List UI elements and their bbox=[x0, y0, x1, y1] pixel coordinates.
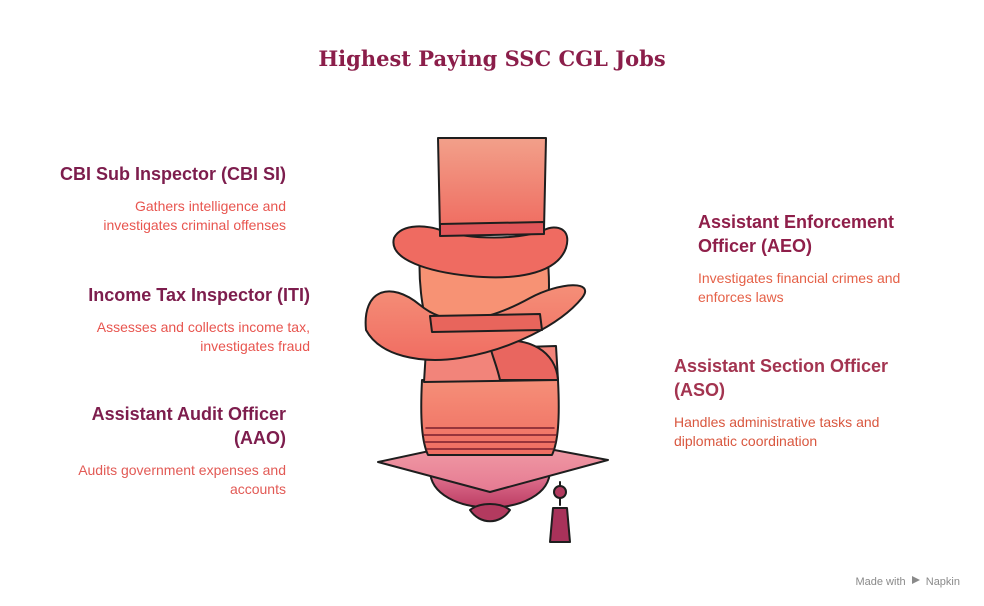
job-description: Investigates financial crimes and enforc… bbox=[698, 270, 901, 305]
job-assistant-section-officer: Assistant Section Officer (ASO) Handles … bbox=[674, 354, 934, 451]
stacked-hats-icon bbox=[360, 130, 620, 550]
job-description: Assesses and collects income tax, invest… bbox=[96, 319, 310, 354]
job-cbi-sub-inspector: CBI Sub Inspector (CBI SI) Gathers intel… bbox=[0, 162, 286, 235]
page-title: Highest Paying SSC CGL Jobs bbox=[318, 46, 666, 71]
made-with-label: Made with bbox=[855, 576, 906, 588]
job-income-tax-inspector: Income Tax Inspector (ITI) Assesses and … bbox=[10, 283, 310, 356]
brand-name: Napkin bbox=[925, 576, 960, 588]
job-description: Audits government expenses and accounts bbox=[78, 462, 286, 497]
job-assistant-enforcement-officer: Assistant Enforcement Officer (AEO) Inve… bbox=[698, 210, 938, 307]
job-heading: Income Tax Inspector (ITI) bbox=[88, 285, 310, 305]
job-heading: CBI Sub Inspector (CBI SI) bbox=[59, 164, 286, 184]
napkin-logo-icon bbox=[911, 575, 921, 588]
job-description: Handles administrative tasks and diploma… bbox=[674, 414, 880, 449]
job-heading: Assistant Audit Officer (AAO) bbox=[91, 404, 286, 448]
job-heading: Assistant Section Officer (ASO) bbox=[674, 356, 889, 400]
napkin-branding: Made with Napkin bbox=[855, 575, 960, 588]
job-heading: Assistant Enforcement Officer (AEO) bbox=[698, 212, 895, 256]
job-description: Gathers intelligence and investigates cr… bbox=[103, 198, 286, 233]
job-assistant-audit-officer: Assistant Audit Officer (AAO) Audits gov… bbox=[0, 402, 286, 499]
